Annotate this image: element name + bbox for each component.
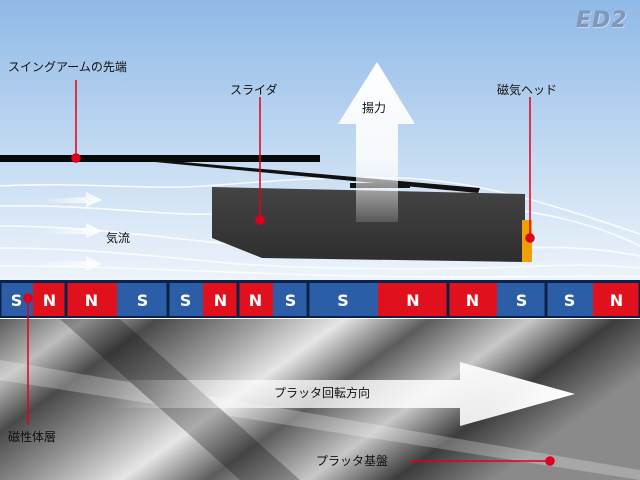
magnet-pole-label: N: [85, 291, 98, 310]
magnet-pole-n: [378, 283, 447, 316]
magnet-pole-label: S: [285, 291, 297, 310]
magnet-pole-n: [203, 283, 237, 316]
magnet-pole-n: [593, 283, 639, 316]
magnet-pole-s: [547, 283, 593, 316]
magnet-pole-n: [239, 283, 273, 316]
magnet-pole-label: S: [180, 291, 192, 310]
swing-arm-tip-label: スイングアームの先端: [8, 60, 127, 74]
magnet-pole-s: [497, 283, 545, 316]
magnet-pole-label: S: [137, 291, 149, 310]
magnet-pole-s: [273, 283, 307, 316]
platter-substrate-label: プラッタ基盤: [316, 454, 389, 468]
magnet-pole-s: [117, 283, 167, 316]
airflow-arrows: [40, 192, 102, 271]
magnet-pole-label: N: [214, 291, 227, 310]
magnet-pole-label: S: [337, 291, 349, 310]
magnet-pole-label: S: [516, 291, 528, 310]
magnet-pole-n: [67, 283, 117, 316]
leader-lines: [23, 80, 555, 466]
swing-arm: [0, 155, 320, 162]
airflow-label: 気流: [106, 231, 131, 245]
magnetic-layer-label: 磁性体層: [8, 430, 57, 444]
magnet-pole-label: N: [610, 291, 623, 310]
magnet-pole-label: S: [11, 291, 23, 310]
lift-arrow: [338, 62, 415, 222]
magnet-pole-n: [449, 283, 497, 316]
lift-label: 揚力: [362, 101, 387, 115]
platter-rotation-arrow: [110, 362, 575, 426]
magnet-pole-label: N: [43, 291, 56, 310]
magnet-pole-s: [309, 283, 378, 316]
platter-rotation-label: プラッタ回転方向: [274, 386, 371, 400]
magnet-pole-label: N: [406, 291, 419, 310]
magnet-pole-label: N: [249, 291, 262, 310]
slider-label: スライダ: [230, 83, 278, 97]
slider-body: [212, 187, 525, 262]
magnetic-head-label: 磁気ヘッド: [497, 83, 558, 97]
magnet-pole-label: S: [564, 291, 576, 310]
brand-logo: ED2: [576, 8, 628, 33]
magnet-pole-n: [33, 283, 65, 316]
magnet-pole-s: [169, 283, 203, 316]
magnet-pole-label: N: [466, 291, 479, 310]
